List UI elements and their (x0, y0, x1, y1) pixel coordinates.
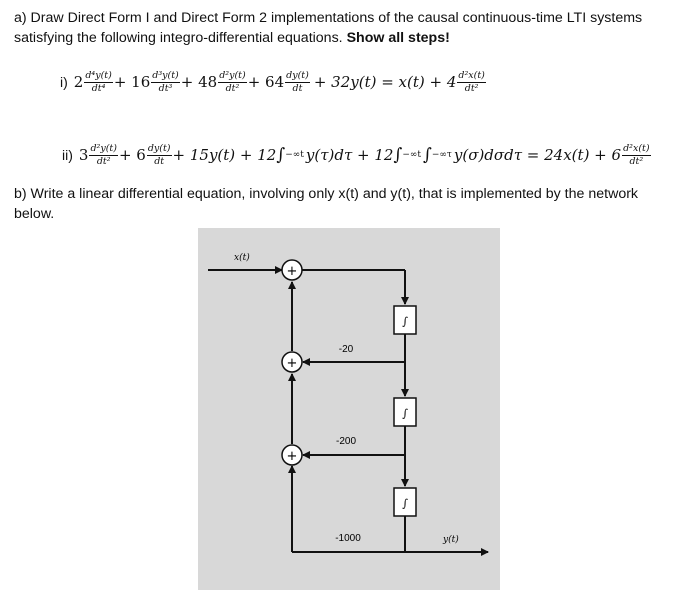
integral-sign: ∫ (393, 145, 403, 165)
output-label: y(t) (442, 534, 459, 545)
integral-sign: ∫ (422, 145, 432, 165)
gain-label-3: -1000 (335, 533, 361, 544)
adder-1 (281, 259, 303, 281)
input-label: x(t) (234, 252, 250, 263)
part-a-text: a) Draw Direct Form I and Direct Form 2 … (14, 8, 642, 48)
fraction: dy(t)dt (146, 142, 172, 167)
figure-background (198, 228, 500, 590)
gain-label-2: -200 (336, 436, 356, 447)
adder-1-plus-icon: + (287, 264, 298, 279)
part-a-line1: a) Draw Direct Form I and Direct Form 2 … (14, 10, 643, 26)
part-b-text: b) Write a linear differential equation,… (14, 184, 638, 224)
gain-label-1: -20 (339, 344, 354, 355)
integrator-3-icon: ∫ (402, 497, 408, 510)
adder-2 (281, 351, 303, 373)
adder-3 (281, 444, 303, 466)
show-steps-emphasis: Show all steps! (346, 30, 450, 46)
integrator-2-icon: ∫ (402, 407, 408, 420)
integral-sign: ∫ (276, 145, 286, 165)
block-diagram: x(t) ∫ ∫ ∫ y(t) -20 -200 -1000 + (198, 228, 500, 590)
fraction: d²y(t)dt² (89, 142, 118, 167)
part-a-line2: satisfying the following integro-differe… (14, 30, 450, 46)
equation-i: i) 2 d⁴y(t)dt⁴ + 16 d³y(t)dt³ + 48 d²y(t… (60, 69, 486, 94)
fraction: d²x(t)dt² (457, 69, 486, 94)
equation-ii: ii) 3 d²y(t)dt² + 6 dy(t)dt + 15y(t) + 1… (62, 142, 651, 167)
adder-3-plus-icon: + (287, 449, 298, 464)
part-b-line2: below. (14, 206, 55, 222)
block-diagram-svg: x(t) ∫ ∫ ∫ y(t) -20 -200 -1000 + (198, 228, 500, 590)
part-b-line1: b) Write a linear differential equation,… (14, 186, 639, 202)
fraction: d²y(t)dt² (218, 69, 247, 94)
fraction: d²x(t)dt² (622, 142, 651, 167)
fraction: d⁴y(t)dt⁴ (84, 69, 113, 94)
fraction: d³y(t)dt³ (151, 69, 180, 94)
adder-2-plus-icon: + (287, 356, 298, 371)
integrator-1-icon: ∫ (402, 315, 408, 328)
fraction: dy(t)dt (285, 69, 310, 94)
